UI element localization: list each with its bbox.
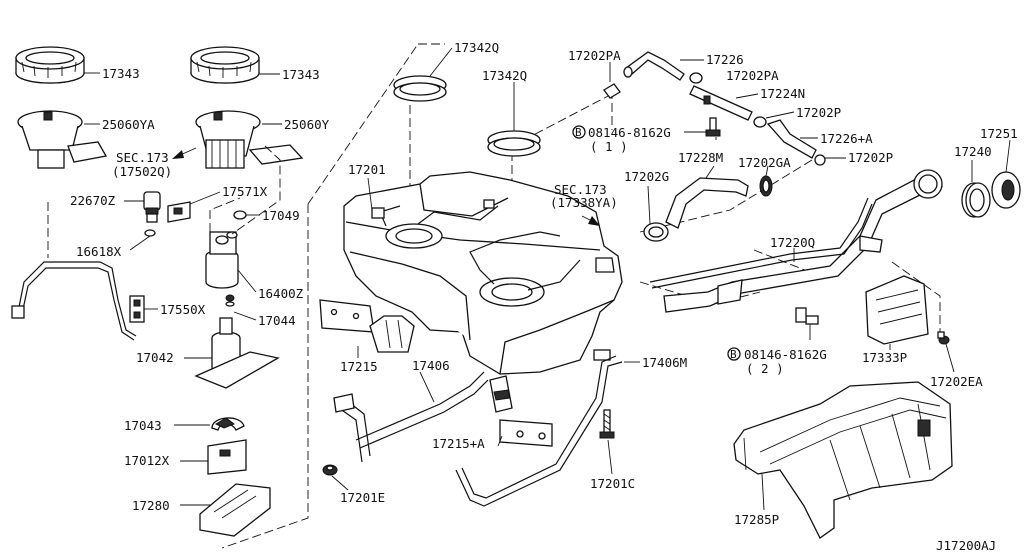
fuel-hose-17550x [11,261,145,341]
bracket-17215 [319,299,415,353]
lock-ring-17343-right [190,46,260,84]
label-17220q: 17220Q [770,235,815,250]
label-17333p: 17333P [862,350,907,365]
section-ref-a: SEC.173 (17502Q) [112,150,172,179]
label-17224n: 17224N [760,86,805,101]
case-17280 [199,483,271,537]
part-labels: 17343 17343 25060YA 25060Y 17342Q 17342Q… [70,40,1018,527]
heat-shield-17285p [733,381,953,539]
filler-cap-17251 [991,171,1021,209]
label-17202p-a: 17202P [796,105,841,120]
ring-17342q-upper [393,75,447,102]
fuel-level-sender-25060y [195,110,304,169]
label-17226: 17226 [706,52,744,67]
clamp-17202pa-b [689,72,703,84]
label-17202ea: 17202EA [930,374,983,389]
label-17202g: 17202G [624,169,669,184]
spring-17044 [225,294,235,307]
tank-strap-17406 [333,371,489,463]
label-17342q-lower: 17342Q [482,68,527,83]
bracket-17215a [489,375,553,447]
label-17228m: 17228M [678,150,723,165]
clip-17202ea [937,331,950,345]
label-17044: 17044 [258,313,296,328]
label-22670z: 22670Z [70,193,116,208]
hose-17226a [766,119,817,159]
ring-17342q-lower [487,130,541,157]
ring-17240 [961,182,991,218]
label-17343-right: 17343 [282,67,320,82]
label-25060y: 25060Y [284,117,330,132]
fuel-level-sender-25060ya [17,110,108,169]
filler-tube-17220q [649,169,943,313]
bolt-qty-a: ( 1 ) [590,139,628,154]
fuel-filter-16400z [205,231,239,289]
lock-ring-17343-left [15,46,85,84]
label-17226a: 17226+A [820,131,873,146]
fuel-tank-17201 [343,171,623,375]
label-16400z: 16400Z [258,286,304,301]
label-16618x: 16618X [76,244,122,259]
clamp-17202pa-a [603,83,621,99]
label-17202ga: 17202GA [738,155,791,170]
bolt-08146-b [795,307,819,325]
label-17406: 17406 [412,358,450,373]
label-17042: 17042 [136,350,174,365]
label-25060ya: 25060YA [102,117,155,132]
section-ref-b-sub: (17338YA) [550,195,618,210]
section-ref-b-title: SEC.173 [554,182,607,197]
label-17202pa-b: 17202PA [726,68,779,83]
hose-17224n [689,85,753,121]
section-ref-a-sub: (17502Q) [112,164,172,179]
bolt-symbol-b: B [730,348,737,361]
label-17043: 17043 [124,418,162,433]
label-17406m: 17406M [642,355,687,370]
bolt-qty-b: ( 2 ) [746,361,784,376]
label-17202pa-a: 17202PA [568,48,621,63]
label-17343-left: 17343 [102,66,140,81]
tank-strap-17406m [455,355,623,507]
bolt-symbol-a: B [575,126,582,139]
label-17280: 17280 [132,498,170,513]
bolt-callout-b: B 08146-8162G ( 2 ) [727,347,827,376]
nut-17201e [322,464,338,476]
label-17012x: 17012X [124,453,170,468]
section-ref-a-title: SEC.173 [116,150,169,165]
clamp-17202p-a [753,116,767,128]
label-17201: 17201 [348,162,386,177]
label-17571x: 17571X [222,184,268,199]
bolt-part-a: 08146-8162G [588,125,671,140]
label-17285p: 17285P [734,512,779,527]
clamp-17202g [643,222,669,242]
label-17342q-upper: 17342Q [454,40,499,55]
bolt-08146-a [705,117,721,137]
sensor-22670z [143,191,161,223]
label-17201e: 17201E [340,490,385,505]
bolt-17201c [599,409,615,439]
bolt-callout-a: B 08146-8162G ( 1 ) [572,125,708,154]
label-17251: 17251 [980,126,1018,141]
clip-17571x [167,201,191,223]
label-17215: 17215 [340,359,378,374]
label-17215a: 17215+A [432,436,485,451]
protector-17333p [865,275,929,345]
filter-17012x [207,439,247,475]
clamp-17202p-b [814,154,826,166]
clamp-17202ga [759,175,773,197]
clip-17043 [211,417,245,431]
label-17201c: 17201C [590,476,635,491]
section-ref-b: SEC.173 (17338YA) [550,182,618,210]
diagram-code: J17200AJ [936,538,996,553]
label-17550x: 17550X [160,302,206,317]
bolt-part-b: 08146-8162G [744,347,827,362]
o-ring-16618x [144,229,156,237]
vent-hose-17226 [623,51,685,81]
hose-17228m [665,177,749,229]
label-17049: 17049 [262,208,300,223]
label-17240: 17240 [954,144,992,159]
label-17202p-b: 17202P [848,150,893,165]
o-ring-17049 [233,210,247,220]
fuel-pump-17042 [194,317,280,389]
